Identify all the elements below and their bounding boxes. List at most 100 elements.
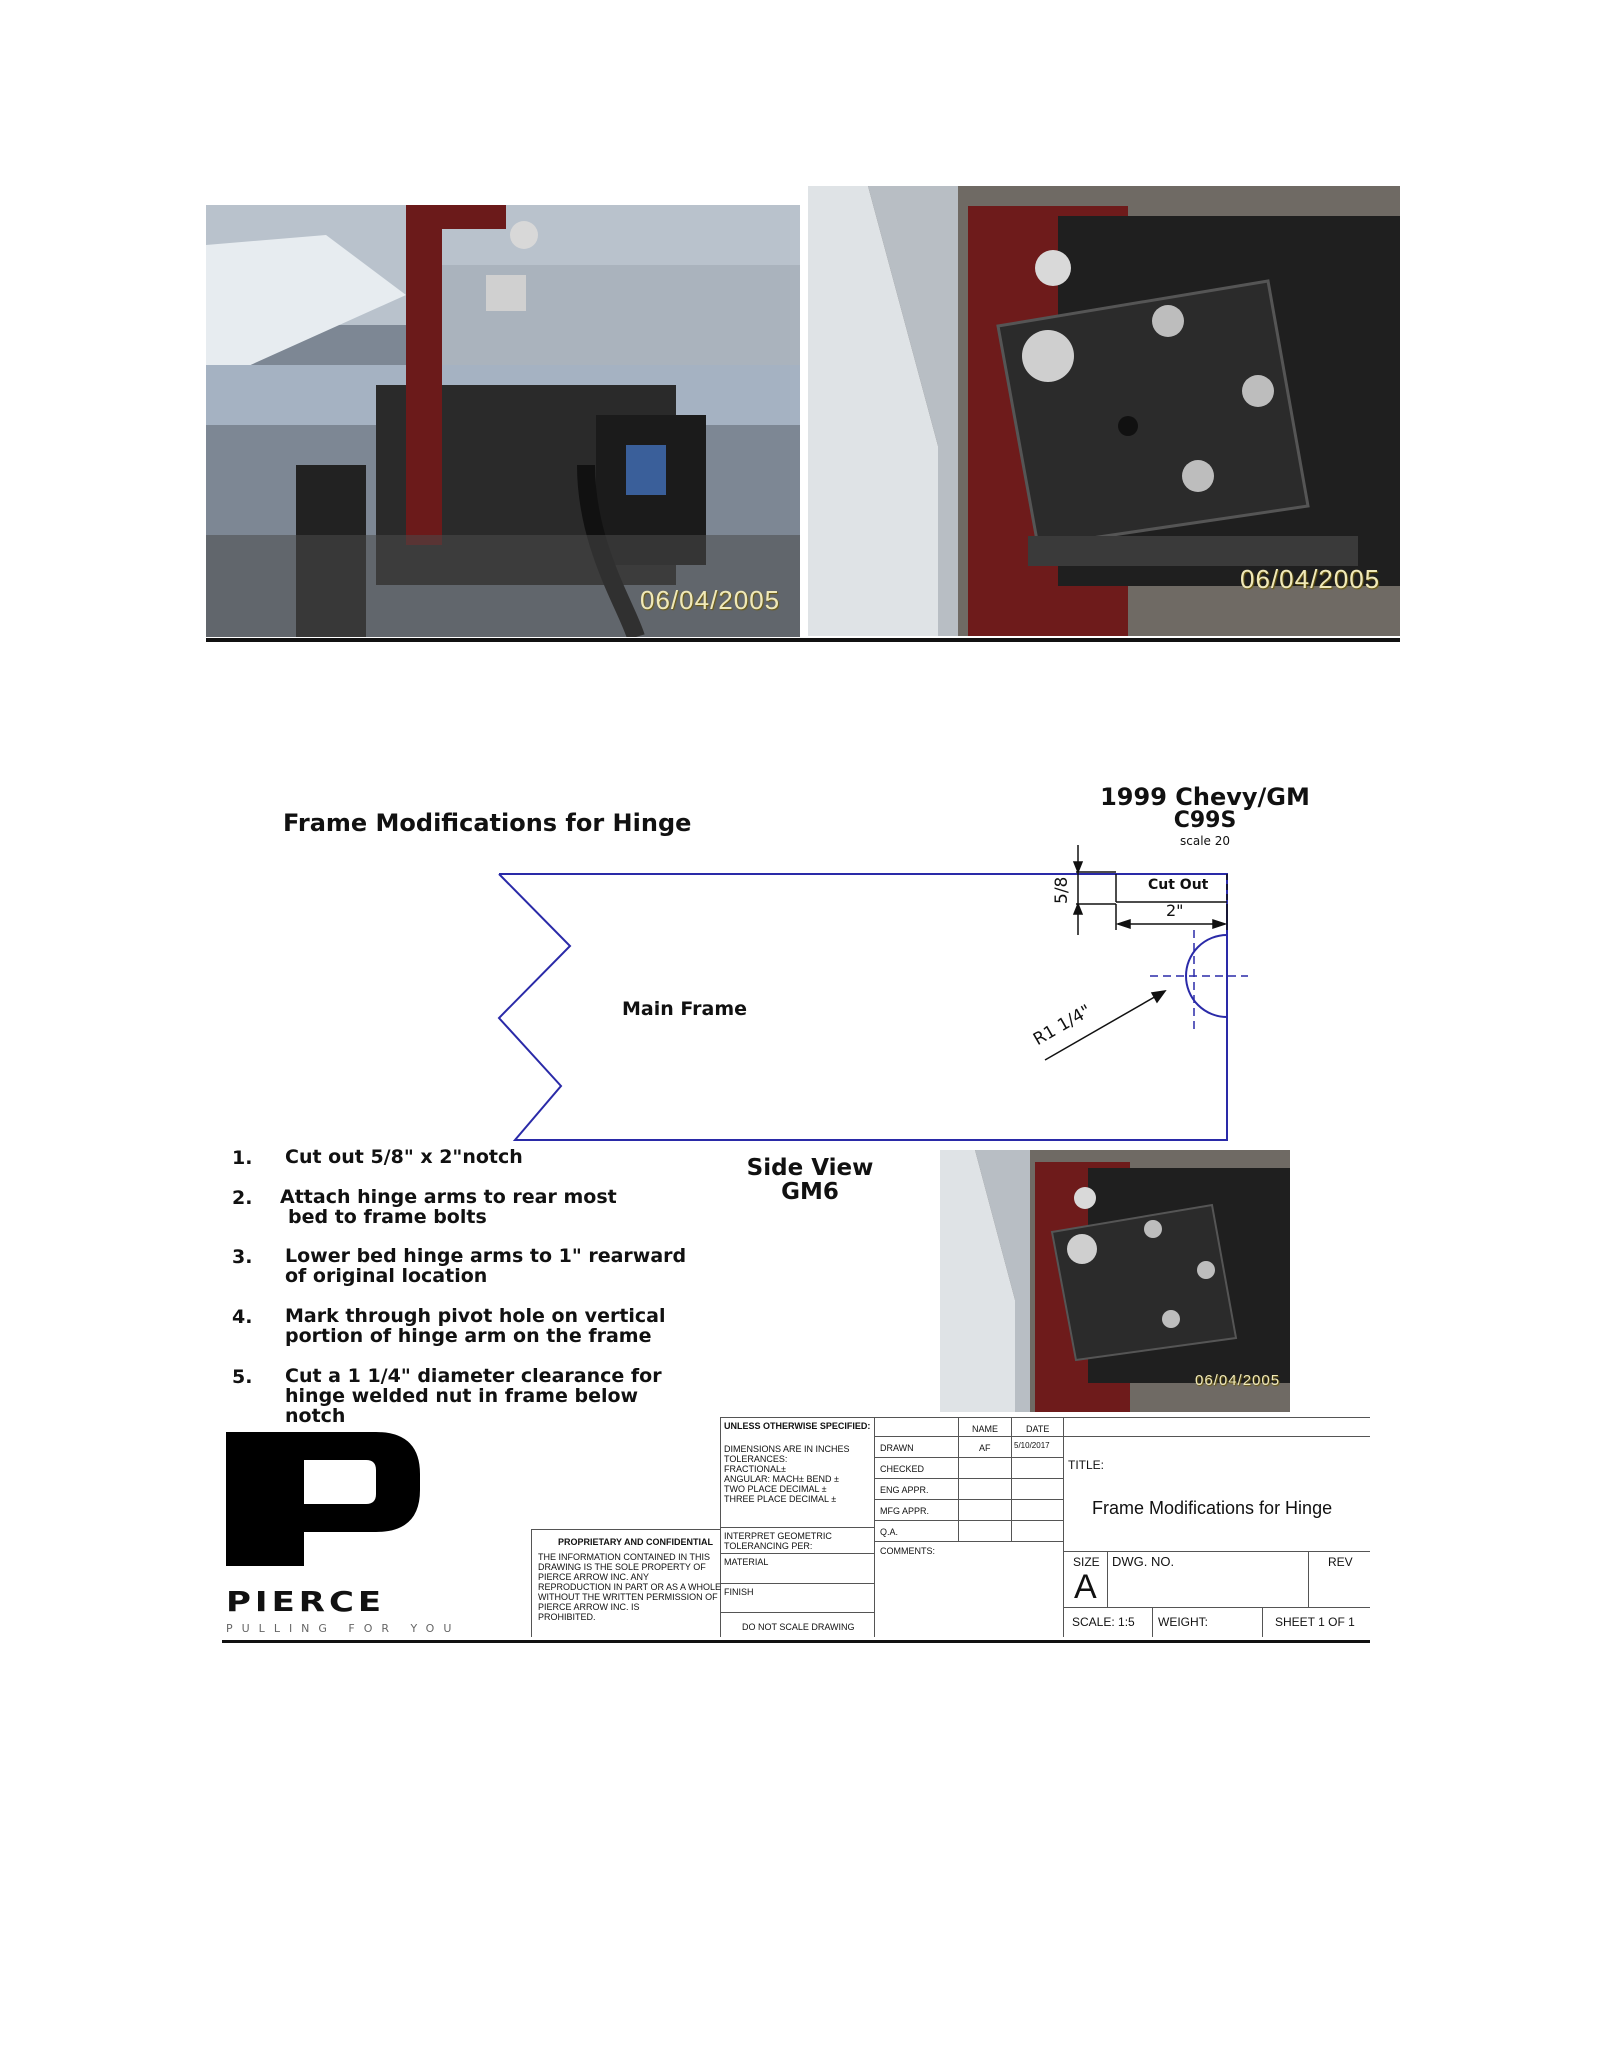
- cutout-notch: [1115, 874, 1228, 903]
- step-number: 3.: [232, 1246, 253, 1268]
- dim-height-lines: [1072, 845, 1116, 935]
- proprietary-line: REPRODUCTION IN PART OR AS A WHOLE: [538, 1582, 722, 1592]
- logo-tagline: PULLING FOR YOU: [226, 1622, 461, 1635]
- dims-line: ANGULAR: MACH± BEND ±: [724, 1474, 839, 1484]
- row-label: CHECKED: [880, 1464, 925, 1474]
- photo-hinge-right-image: [808, 186, 1400, 636]
- photo-date-stamp: 06/04/2005: [1195, 1372, 1281, 1389]
- tb-border: [874, 1520, 1063, 1521]
- side-view-line: GM6: [781, 1179, 839, 1205]
- dim-radius-leader: [1044, 989, 1167, 1061]
- title-label: TITLE:: [1068, 1458, 1105, 1472]
- logo-p-mark: [226, 1432, 420, 1566]
- tb-border: [874, 1457, 1063, 1458]
- title-value: Frame Modifications for Hinge: [1092, 1498, 1333, 1518]
- rev-label: REV: [1328, 1555, 1353, 1569]
- material-label: MATERIAL: [724, 1557, 769, 1567]
- step-line: hinge welded nut in frame below: [285, 1385, 639, 1407]
- step-number: 5.: [232, 1366, 253, 1388]
- drawing-title: Frame Modifications for Hinge: [283, 809, 692, 837]
- dim-width-label: 2": [1166, 901, 1184, 920]
- row-label: COMMENTS:: [880, 1546, 935, 1556]
- step-text: Cut a 1 1/4" diameter clearance for hing…: [285, 1366, 662, 1426]
- logo-name: PIERCE: [226, 1586, 386, 1618]
- dims-line: TWO PLACE DECIMAL ±: [724, 1484, 827, 1494]
- photo-hinge-left: 06/04/2005: [206, 205, 800, 637]
- tb-border: [874, 1417, 875, 1637]
- do-not-scale: DO NOT SCALE DRAWING: [742, 1622, 855, 1632]
- dimensions-block: DIMENSIONS ARE IN INCHES TOLERANCES: FRA…: [724, 1444, 850, 1504]
- step-line: Cut a 1 1/4" diameter clearance for: [285, 1365, 662, 1387]
- step-number: 1.: [232, 1147, 253, 1169]
- scale-note: scale 20: [1179, 834, 1230, 848]
- photo-side-view-image: [940, 1150, 1290, 1412]
- tb-border: [958, 1417, 959, 1542]
- tb-border: [531, 1529, 532, 1637]
- scale-text: SCALE: 1:5: [1072, 1615, 1135, 1629]
- row-label: ENG APPR.: [880, 1485, 929, 1495]
- proprietary-line: PROHIBITED.: [538, 1612, 596, 1622]
- tb-border: [1063, 1551, 1370, 1552]
- photo-hinge-left-image: [206, 205, 800, 637]
- interpret-line: TOLERANCING PER:: [724, 1541, 813, 1551]
- tb-border: [1063, 1417, 1064, 1637]
- interpret-line: INTERPRET GEOMETRIC: [724, 1531, 832, 1541]
- step-line: Cut out 5/8" x 2"notch: [285, 1146, 523, 1168]
- step-line: bed to frame bolts: [288, 1206, 487, 1228]
- tb-border: [874, 1436, 1370, 1437]
- row-name: AF: [979, 1443, 991, 1453]
- dim-width-lines: [1115, 904, 1228, 930]
- proprietary-line: WITHOUT THE WRITTEN PERMISSION OF: [538, 1592, 718, 1602]
- photo-hinge-right: 06/04/2005: [808, 186, 1400, 636]
- main-frame-outline: [497, 873, 1228, 1141]
- dim-height-label: 5/8: [1052, 876, 1072, 904]
- dwg-label: DWG. NO.: [1112, 1554, 1175, 1569]
- cutout-label: Cut Out: [1148, 877, 1209, 893]
- step-text: Attach hinge arms to rear most bed to fr…: [280, 1187, 617, 1227]
- tb-border: [874, 1478, 1063, 1479]
- size-label: SIZE: [1073, 1555, 1100, 1569]
- pivot-hole: [1150, 930, 1248, 1030]
- dims-line: FRACTIONAL±: [724, 1464, 786, 1474]
- side-view-line: Side View: [746, 1155, 874, 1181]
- step-number: 2.: [232, 1187, 253, 1209]
- tb-border: [874, 1541, 1063, 1542]
- pierce-logo: PIERCE PULLING FOR YOU: [226, 1432, 460, 1635]
- step-line: of original location: [285, 1265, 488, 1287]
- row-label: MFG APPR.: [880, 1506, 930, 1516]
- row-date: 5/10/2017: [1014, 1441, 1050, 1450]
- photo-date-stamp: 06/04/2005: [1240, 564, 1381, 594]
- proprietary-text: THE INFORMATION CONTAINED IN THIS DRAWIN…: [538, 1552, 721, 1622]
- name-header: NAME: [972, 1424, 999, 1434]
- proprietary-line: PIERCE ARROW INC. ANY: [538, 1572, 650, 1582]
- step-line: notch: [285, 1405, 346, 1427]
- tb-border: [1308, 1551, 1309, 1607]
- dims-line: TOLERANCES:: [724, 1454, 788, 1464]
- main-frame-label: Main Frame: [622, 998, 748, 1020]
- step-line: Lower bed hinge arms to 1" rearward: [285, 1245, 687, 1267]
- vehicle-header: 1999 Chevy/GM C99S scale 20: [1090, 784, 1320, 850]
- step-text: Cut out 5/8" x 2"notch: [285, 1147, 523, 1167]
- tb-bottom-rule: [222, 1640, 1370, 1643]
- proprietary-line: PIERCE ARROW INC. IS: [538, 1602, 640, 1612]
- step-text: Mark through pivot hole on vertical port…: [285, 1306, 666, 1346]
- unless-specified: UNLESS OTHERWISE SPECIFIED:: [724, 1421, 871, 1431]
- vehicle-name: 1999 Chevy/GM: [1100, 783, 1310, 811]
- step-line: Attach hinge arms to rear most: [280, 1186, 617, 1208]
- tb-border: [720, 1583, 874, 1584]
- top-divider: [206, 638, 1400, 642]
- tb-border: [720, 1553, 874, 1554]
- size-value: A: [1074, 1568, 1097, 1606]
- tb-border: [1063, 1607, 1370, 1608]
- proprietary-heading: PROPRIETARY AND CONFIDENTIAL: [558, 1537, 714, 1547]
- dims-line: DIMENSIONS ARE IN INCHES: [724, 1444, 850, 1454]
- vehicle-model: C99S: [1173, 808, 1237, 833]
- dims-line: THREE PLACE DECIMAL ±: [724, 1494, 837, 1504]
- step-line: portion of hinge arm on the frame: [285, 1325, 652, 1347]
- proprietary-line: THE INFORMATION CONTAINED IN THIS: [538, 1552, 711, 1562]
- side-view-label: Side View GM6: [740, 1156, 880, 1204]
- tb-border: [1107, 1551, 1108, 1607]
- weight-text: WEIGHT:: [1158, 1615, 1208, 1629]
- tb-border: [720, 1417, 1370, 1418]
